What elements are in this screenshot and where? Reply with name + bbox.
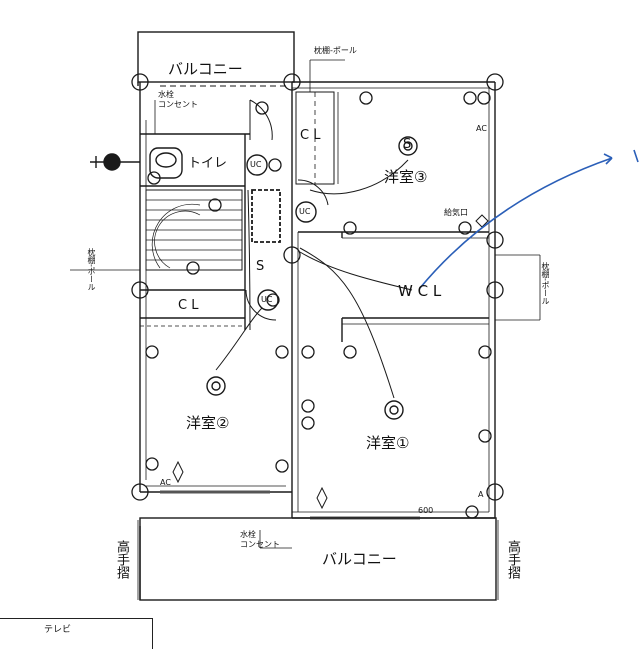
room-label-balcony-bottom: バルコニー: [322, 550, 397, 568]
room-label-cl-top: C L: [300, 128, 321, 143]
uc-toilet: UC: [250, 160, 262, 169]
balcony-top-frame: [137, 31, 295, 83]
switch-hall: S: [256, 259, 265, 274]
switch-room3: S: [403, 137, 412, 152]
annotation-arrow: [419, 157, 613, 289]
pipe-shaft: [251, 189, 281, 243]
light-fixtures: [145, 91, 492, 519]
label-tv: テレビ: [44, 625, 72, 635]
label-pillow-pole-right: 枕棚-ポール: [541, 262, 550, 305]
toilet-fixture: [149, 147, 183, 179]
label-ac-top: AC: [476, 124, 487, 133]
label-vent: 給気口: [444, 208, 468, 217]
legend-box: テレビ: [0, 618, 153, 649]
room-label-wcl: W C L: [398, 282, 442, 300]
label-dim-600: 600: [418, 506, 434, 515]
label-faucet-outlet-bottom: 水栓 コンセント: [240, 530, 280, 549]
label-pillow-pole-left: 枕棚-ポール: [87, 248, 96, 291]
room-label-room1: 洋室①: [366, 434, 410, 452]
room-label-toilet: トイレ: [188, 156, 228, 171]
label-ac-left: AC: [160, 478, 171, 487]
uc-hall: UC: [299, 207, 311, 216]
label-handrail-right: 高手摺: [505, 540, 520, 579]
label-handrail-left: 高手摺: [114, 540, 129, 579]
label-pillow-pole-top: 枕棚-ポール: [314, 46, 357, 55]
balcony-bottom-frame: [139, 517, 497, 601]
label-faucet-outlet-top: 水栓 コンセント: [158, 90, 198, 109]
column-markers: [131, 73, 504, 501]
room-label-room3: 洋室③: [384, 168, 428, 186]
room-label-cl-left: C L: [178, 298, 199, 313]
label-ac-right: A: [478, 490, 484, 499]
uc-closet: UC: [261, 295, 273, 304]
room-label-balcony-top: バルコニー: [168, 60, 243, 78]
room-label-room2: 洋室②: [186, 414, 230, 432]
